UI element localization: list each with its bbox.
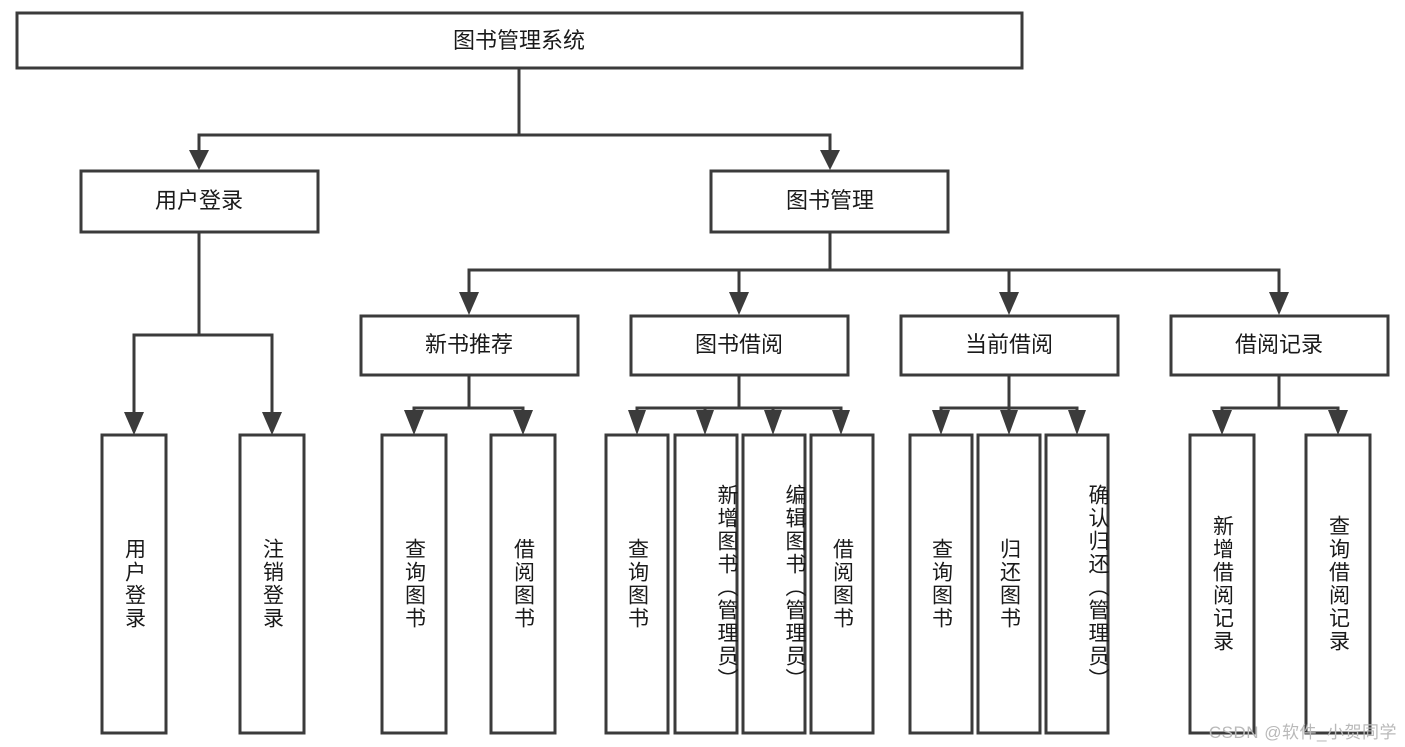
book-borrow-box [629, 314, 850, 377]
node-current-borrow[interactable]: 当前借阅 [899, 314, 1120, 377]
arrowhead-bookborrow-leaf-2 [696, 410, 714, 435]
csdn-watermark: CSDN @软件_小贺同学 [1208, 723, 1397, 742]
leaf-box-edit-book-admin[interactable] [741, 433, 807, 735]
current-borrow-label: 当前借阅 [965, 332, 1053, 357]
arrowhead-newbook-leaf-1 [404, 410, 424, 435]
arrowhead-login-leaf-1 [124, 412, 144, 435]
node-book-management[interactable]: 图书管理 [709, 169, 950, 234]
leaf-box-query-book-1[interactable] [380, 433, 448, 735]
new-book-recommend-box [359, 314, 580, 377]
leaf-box-logout[interactable] [238, 433, 306, 735]
node-new-book-recommend[interactable]: 新书推荐 [359, 314, 580, 377]
user-login-label: 用户登录 [155, 188, 243, 213]
arrowhead-login-leaf-2 [262, 412, 282, 435]
leaf-box-query-book-3[interactable] [908, 433, 974, 735]
book-borrow-label: 图书借阅 [695, 332, 783, 357]
arrowhead-currentborrow-leaf-3 [1068, 410, 1086, 435]
borrow-record-box [1169, 314, 1390, 377]
current-borrow-box [899, 314, 1120, 377]
new-book-recommend-label: 新书推荐 [425, 332, 513, 357]
leaf-box-return-book[interactable] [976, 433, 1042, 735]
leaf-box-add-borrow-record[interactable] [1188, 433, 1256, 735]
arrowhead-root-to-books [820, 150, 840, 170]
arrowhead-bookborrow-leaf-3 [764, 410, 782, 435]
leaf-box-borrow-book-1[interactable] [489, 433, 557, 735]
arrowhead-bookborrow-leaf-1 [628, 410, 646, 435]
arrowhead-books-to-current [999, 292, 1019, 315]
root-box [15, 11, 1024, 70]
node-book-borrow[interactable]: 图书借阅 [629, 314, 850, 377]
leaf-box-user-login[interactable] [100, 433, 168, 735]
book-management-label: 图书管理 [786, 188, 874, 213]
borrow-record-label: 借阅记录 [1235, 332, 1323, 357]
arrowhead-books-to-borrow [729, 292, 749, 315]
arrowhead-borrowrecord-leaf-1 [1212, 410, 1232, 435]
node-user-login[interactable]: 用户登录 [79, 169, 320, 234]
arrowhead-root-to-login [189, 150, 209, 170]
leaf-box-query-borrow-record[interactable] [1304, 433, 1372, 735]
leaf-box-confirm-return-admin[interactable] [1044, 433, 1110, 735]
arrowhead-currentborrow-leaf-2 [1000, 410, 1018, 435]
arrowhead-books-to-new [459, 292, 479, 315]
node-borrow-record[interactable]: 借阅记录 [1169, 314, 1390, 377]
arrowhead-currentborrow-leaf-1 [932, 410, 950, 435]
node-root[interactable]: 图书管理系统 [15, 11, 1024, 70]
book-management-box [709, 169, 950, 234]
leaf-box-add-book-admin[interactable] [673, 433, 739, 735]
arrowhead-borrowrecord-leaf-2 [1328, 410, 1348, 435]
root-label: 图书管理系统 [453, 28, 585, 53]
leaf-box-borrow-book-2[interactable] [809, 433, 875, 735]
arrowhead-bookborrow-leaf-4 [832, 410, 850, 435]
leaf-box-query-book-2[interactable] [604, 433, 670, 735]
arrowhead-newbook-leaf-2 [513, 410, 533, 435]
arrowhead-books-to-record [1269, 292, 1289, 315]
